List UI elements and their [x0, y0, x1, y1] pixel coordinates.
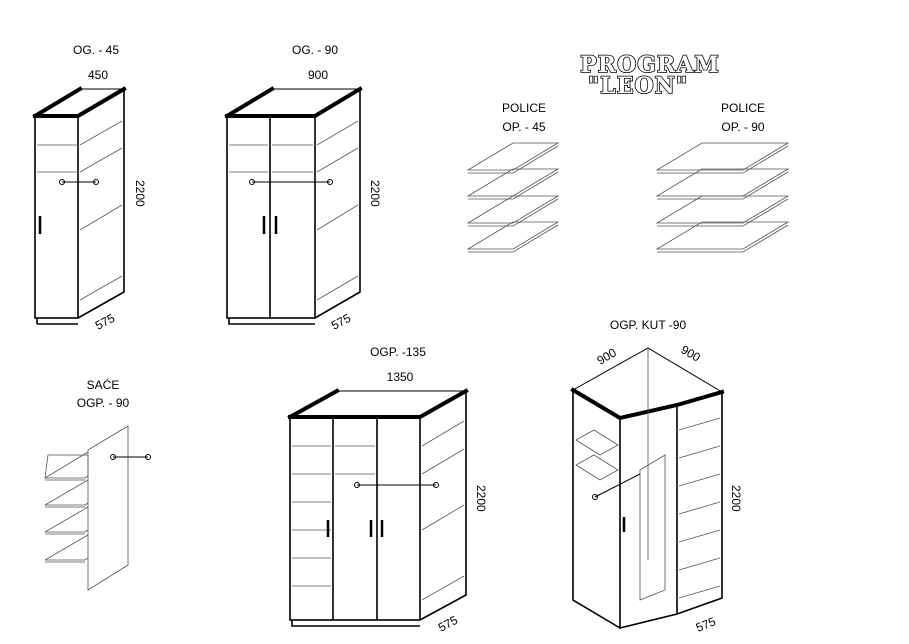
logo-line2: "LEON" — [588, 73, 688, 99]
wardrobe-og-90: OG. - 90 900 2200 575 — [224, 43, 382, 333]
police90-line1: POLICE — [721, 101, 765, 115]
og45-height: 2200 — [133, 180, 147, 207]
kut-title: OGP. KUT -90 — [610, 318, 687, 332]
insert-sace-ogp-90: SAĆE OGP. - 90 — [44, 377, 151, 591]
og90-width: 900 — [308, 68, 328, 82]
og90-depth: 575 — [329, 311, 354, 333]
logo-line1: PROGRAM — [580, 52, 719, 78]
og90-title: OG. - 90 — [292, 43, 338, 57]
shelves-op-45: POLICE OP. - 45 — [466, 101, 560, 253]
ogp135-title: OGP. -135 — [370, 345, 426, 359]
ogp135-height: 2200 — [474, 485, 488, 512]
shelves-op-90: POLICE OP. - 90 — [655, 101, 790, 253]
kut-height: 2200 — [729, 485, 743, 512]
ogp135-width: 1350 — [387, 370, 414, 384]
program-logo: PROGRAM "LEON" — [579, 51, 719, 100]
wardrobe-ogp-kut-90: OGP. KUT -90 900 900 2200 575 — [570, 318, 743, 635]
sace-line1: SAĆE — [87, 377, 120, 392]
sace-line2: OGP. - 90 — [77, 396, 130, 410]
ogp135-depth: 575 — [436, 613, 461, 635]
police45-line2: OP. - 45 — [502, 120, 545, 134]
og90-height: 2200 — [368, 180, 382, 207]
police90-line2: OP. - 90 — [721, 120, 764, 134]
og45-depth: 575 — [93, 311, 118, 333]
kut-depth: 575 — [694, 614, 718, 635]
kut-width-left: 900 — [595, 345, 620, 367]
police45-line1: POLICE — [502, 101, 546, 115]
wardrobe-og-45: OG. - 45 450 2200 575 — [32, 43, 147, 333]
wardrobe-ogp-135: OGP. -135 1350 2200 575 — [287, 345, 488, 635]
og45-width: 450 — [88, 68, 108, 82]
og45-title: OG. - 45 — [73, 43, 119, 57]
kut-width-right: 900 — [679, 342, 704, 364]
